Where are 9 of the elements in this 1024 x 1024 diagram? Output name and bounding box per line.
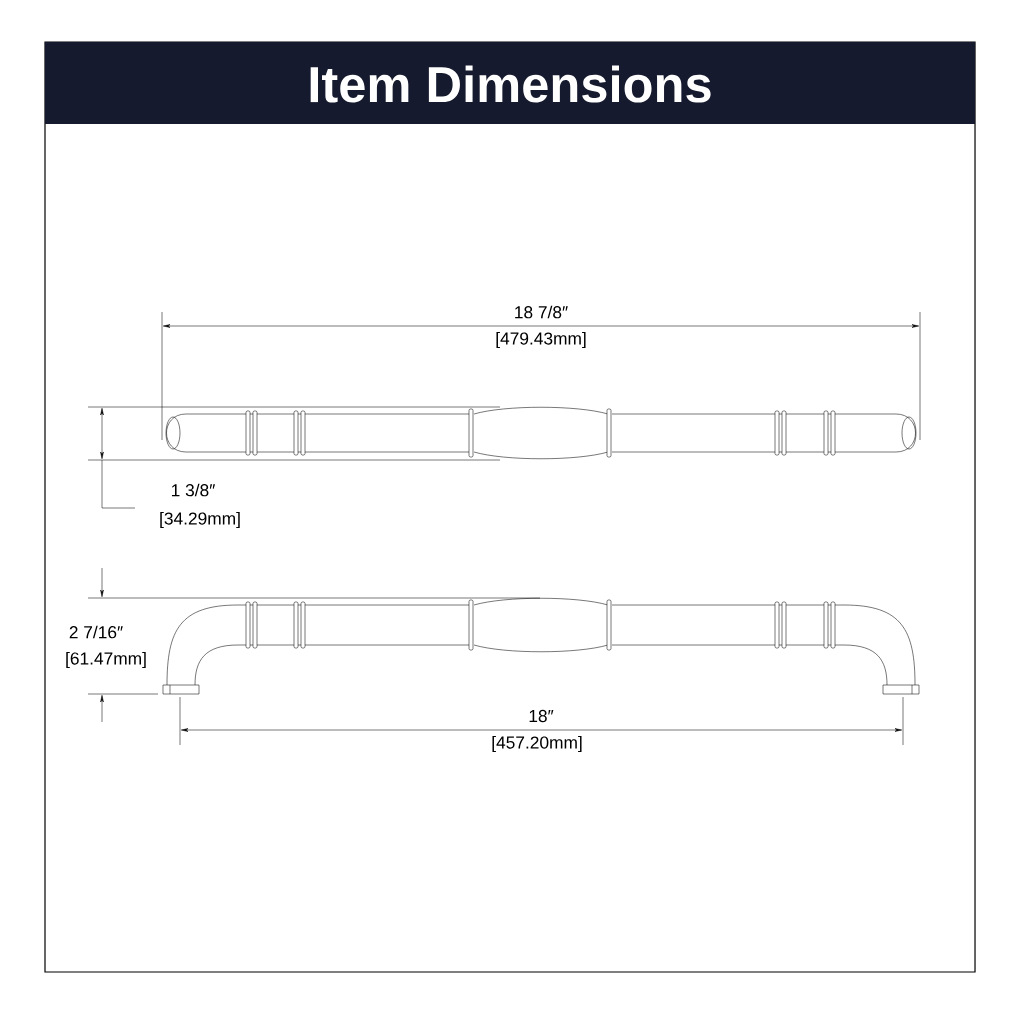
dimension-text: [457.20mm] — [489, 733, 585, 755]
dimension-text: [61.47mm] — [66, 651, 146, 669]
dimension-text: [479.43mm] — [493, 329, 589, 351]
dimension-text: 1 3/8″ — [172, 483, 215, 497]
dimension-text: 18″ — [526, 707, 556, 725]
title-banner: Item Dimensions — [45, 42, 975, 124]
dimension-text: [34.29mm] — [160, 511, 240, 529]
dimension-text: 2 7/16″ — [69, 625, 123, 639]
dimension-text: 18 7/8″ — [511, 303, 571, 321]
